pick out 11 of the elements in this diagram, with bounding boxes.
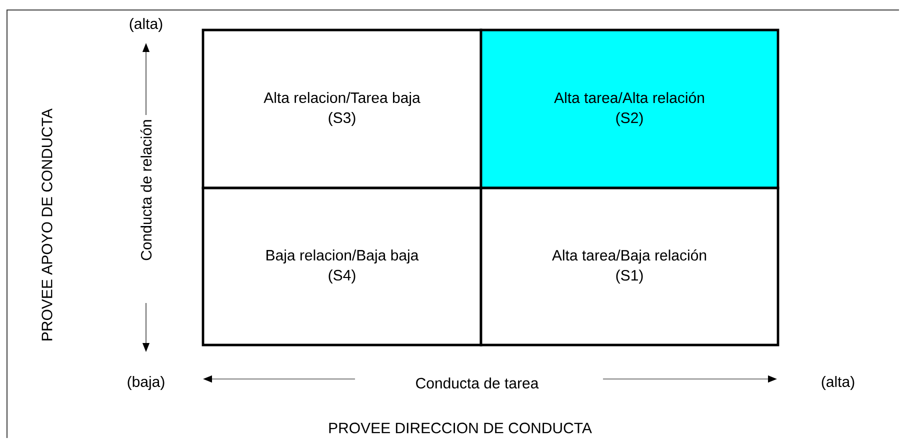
axis-label: (alta)	[130, 18, 162, 32]
quadrant-cell: Alta tarea/Alta relación (S2)	[480, 28, 780, 190]
quadrant-cell: Baja relacion/Baja baja (S4)	[202, 186, 482, 346]
quadrant-cell: Alta relacion/Tarea baja (S3)	[202, 28, 482, 190]
axis-label: Conducta de tarea	[416, 378, 539, 388]
axis-label: (baja)	[128, 376, 164, 390]
axis-title: PROVEE DIRECCION DE CONDUCTA	[329, 422, 592, 434]
quadrant-cell: Alta tarea/Baja relación (S1)	[480, 186, 780, 346]
axis-label: (alta)	[822, 376, 854, 390]
axis-title: PROVEE APOYO DE CONDUCTA	[42, 108, 52, 340]
axis-label: Conducta de relación	[140, 120, 152, 260]
